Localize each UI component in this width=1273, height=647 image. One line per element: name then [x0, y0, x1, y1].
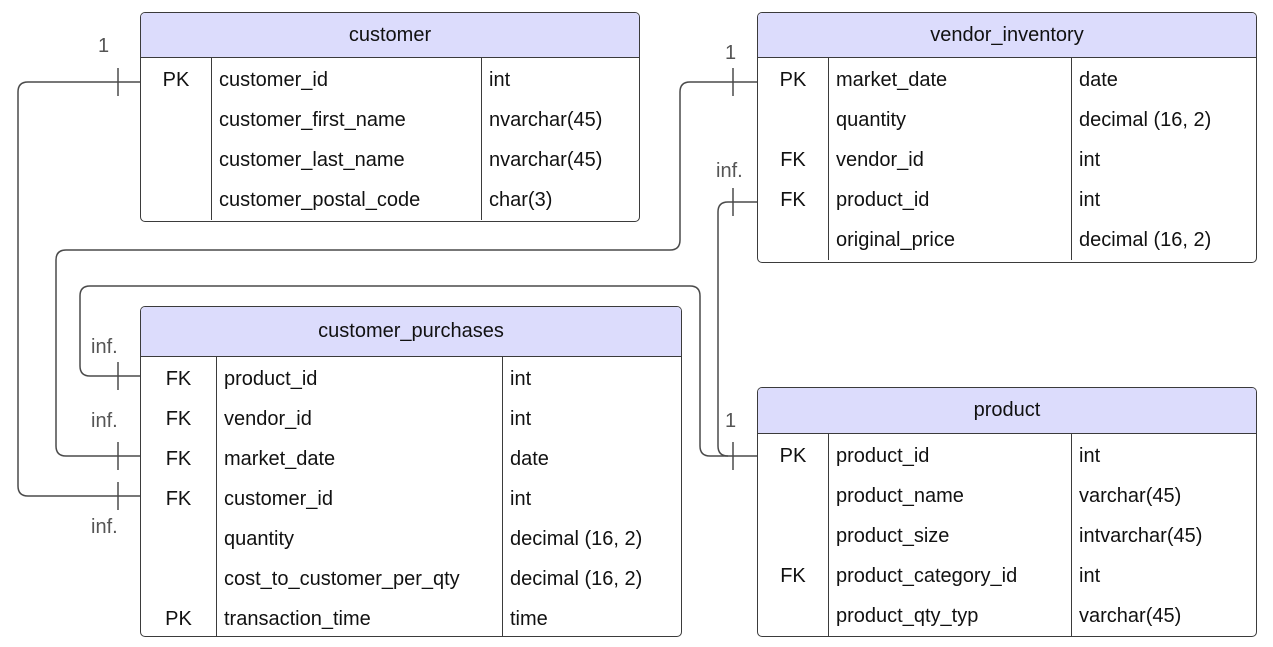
key-cell	[758, 516, 828, 556]
key-column: FK FK FK FK PK	[141, 357, 216, 636]
field-type: int	[510, 408, 532, 430]
field-name: customer_id	[224, 488, 333, 510]
key-column: PK FK FK	[758, 58, 828, 260]
field-name: product_size	[836, 525, 950, 547]
field-type: int	[1079, 189, 1101, 211]
key-cell: PK	[165, 608, 192, 630]
cardinality-vendor-inventory-product-many: inf.	[716, 160, 743, 182]
field-name: product_category_id	[836, 565, 1018, 587]
field-name: product_id	[836, 189, 930, 211]
field-type: int	[510, 368, 532, 390]
cardinality-purchases-product-many: inf.	[91, 336, 118, 358]
table-customer[interactable]: customer PK customer_id customer_first_n…	[140, 12, 640, 222]
field-name: customer_first_name	[219, 109, 406, 131]
cardinality-purchases-market-many: inf.	[91, 410, 118, 432]
field-type: date	[1079, 69, 1118, 91]
key-cell: FK	[165, 408, 192, 430]
field-name: cost_to_customer_per_qty	[224, 568, 460, 590]
field-name: customer_postal_code	[219, 189, 421, 211]
field-name: vendor_id	[836, 149, 924, 171]
field-name: product_qty_typ	[836, 605, 979, 627]
connector-customer-to-purchases	[17, 81, 140, 497]
key-cell	[141, 100, 211, 140]
key-cell	[141, 519, 216, 559]
key-cell: PK	[779, 445, 807, 467]
key-cell: PK	[162, 69, 190, 91]
key-cell: FK	[165, 488, 192, 510]
table-customer-purchases[interactable]: customer_purchases FK FK FK FK PK produc…	[140, 306, 682, 637]
field-type-column: int int date int decimal (16, 2) decimal…	[502, 357, 681, 636]
field-name: original_price	[836, 229, 955, 251]
key-column: PK	[141, 58, 211, 220]
table-product[interactable]: product PK FK product_id product_name pr…	[757, 387, 1257, 637]
field-name: transaction_time	[224, 608, 371, 630]
field-name: product_name	[836, 485, 964, 507]
key-cell: FK	[780, 565, 806, 587]
field-name: market_date	[836, 69, 948, 91]
field-name: vendor_id	[224, 408, 312, 430]
field-type: date	[510, 448, 549, 470]
field-name: customer_last_name	[219, 149, 405, 171]
field-type: varchar(45)	[1079, 605, 1182, 627]
table-vendor-inventory[interactable]: vendor_inventory PK FK FK market_date qu…	[757, 12, 1257, 263]
table-header: customer_purchases	[141, 307, 681, 357]
key-cell	[758, 100, 828, 140]
field-type: nvarchar(45)	[489, 149, 603, 171]
field-type: time	[510, 608, 548, 630]
field-name-column: market_date quantity vendor_id product_i…	[828, 58, 1071, 260]
field-type: decimal (16, 2)	[1079, 109, 1212, 131]
key-cell: PK	[779, 69, 807, 91]
field-type: decimal (16, 2)	[1079, 229, 1212, 251]
field-name: quantity	[836, 109, 907, 131]
connector-purchases-to-product	[79, 285, 757, 457]
field-type-column: int nvarchar(45) nvarchar(45) char(3)	[481, 58, 639, 220]
field-name: product_id	[224, 368, 318, 390]
field-type: decimal (16, 2)	[510, 528, 643, 550]
key-cell: FK	[165, 368, 192, 390]
field-name: market_date	[224, 448, 336, 470]
field-type: decimal (16, 2)	[510, 568, 643, 590]
field-name: quantity	[224, 528, 295, 550]
cardinality-vendor-inventory-one: 1	[725, 42, 737, 64]
field-type: char(3)	[489, 189, 553, 211]
key-cell	[141, 559, 216, 599]
field-type: nvarchar(45)	[489, 109, 603, 131]
connector-vendor-inventory-to-product	[717, 201, 757, 457]
table-header: vendor_inventory	[758, 13, 1256, 58]
key-cell: FK	[780, 189, 806, 211]
cardinality-purchases-customer-many: inf.	[91, 516, 118, 538]
cardinality-customer-one: 1	[98, 35, 110, 57]
key-cell: FK	[780, 149, 806, 171]
field-name: product_id	[836, 445, 930, 467]
field-type: intvarchar(45)	[1079, 525, 1203, 547]
connector-vendor-inventory-to-purchases-market	[55, 81, 757, 457]
table-header: product	[758, 388, 1256, 434]
cardinality-product-one: 1	[725, 410, 737, 432]
key-cell	[141, 140, 211, 180]
field-name-column: product_id vendor_id market_date custome…	[216, 357, 502, 636]
table-header: customer	[141, 13, 639, 58]
key-cell	[758, 220, 828, 260]
field-type: int	[1079, 149, 1101, 171]
field-type: varchar(45)	[1079, 485, 1182, 507]
field-type: int	[1079, 445, 1101, 467]
field-type-column: int varchar(45) intvarchar(45) int varch…	[1071, 434, 1256, 636]
key-cell	[758, 596, 828, 636]
field-type-column: date decimal (16, 2) int int decimal (16…	[1071, 58, 1256, 260]
field-type: int	[1079, 565, 1101, 587]
field-name-column: product_id product_name product_size pro…	[828, 434, 1071, 636]
key-cell	[758, 476, 828, 516]
field-name: customer_id	[219, 69, 328, 91]
key-cell: FK	[165, 448, 192, 470]
key-cell	[141, 180, 211, 220]
field-type: int	[489, 69, 511, 91]
field-name-column: customer_id customer_first_name customer…	[211, 58, 481, 220]
field-type: int	[510, 488, 532, 510]
key-column: PK FK	[758, 434, 828, 636]
